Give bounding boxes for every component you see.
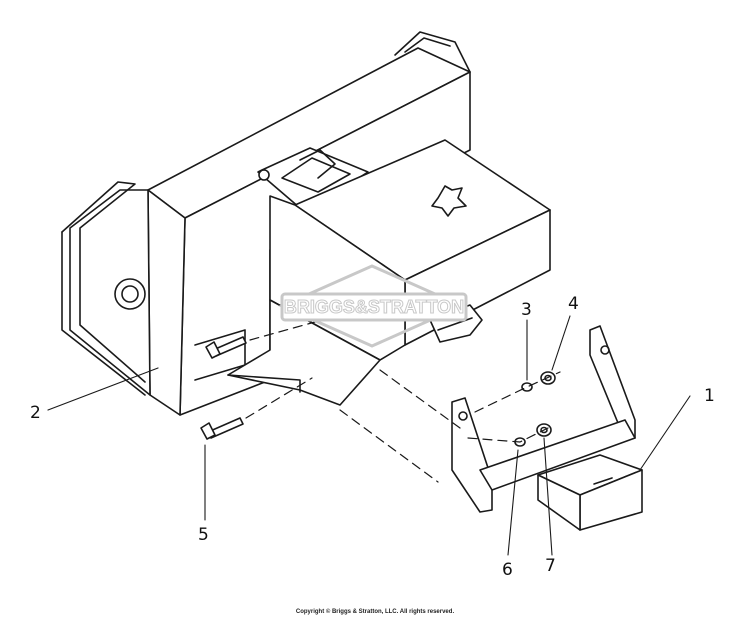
callout-4: 4: [568, 294, 579, 314]
bolt-upper: [205, 336, 247, 359]
callout-3: 3: [521, 300, 532, 320]
latch-handle: [257, 147, 369, 209]
washer-upper: [521, 382, 533, 392]
blower-housing: [61, 31, 471, 416]
watermark-logo: [278, 264, 468, 348]
callout-1: 1: [704, 386, 715, 406]
copyright-notice: Copyright © Briggs & Stratton, LLC. All …: [295, 609, 455, 615]
leader-lines: [47, 315, 691, 556]
callout-2: 2: [30, 403, 41, 423]
hitch-bracket: [451, 325, 643, 531]
callout-6: 6: [502, 560, 513, 580]
callout-5: 5: [198, 525, 209, 545]
assembly-lines: [245, 321, 561, 483]
watermark-text: BRIGGS&STRATTON: [284, 297, 464, 317]
nut-lower: [536, 423, 552, 437]
bolt-lower: [200, 417, 244, 440]
callout-7: 7: [545, 556, 556, 576]
